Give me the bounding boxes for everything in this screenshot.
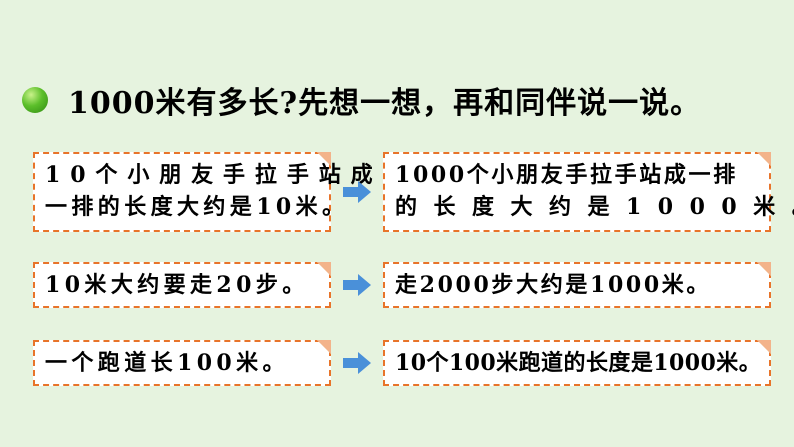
heading: 1000米有多长?先想一想，再和同伴说一说。 [22,78,701,122]
folded-corner [317,340,331,354]
note-line: 一个跑道长100米。 [45,350,289,376]
note-line: 1000个小朋友手拉手站成一排 [395,162,738,188]
right-arrow-icon [343,352,371,374]
green-bullet-icon [22,87,48,113]
note-line: 一排的长度大约是10米。 [45,193,349,220]
note-line: 走2000步大约是1000米。 [395,272,712,298]
folded-corner [757,340,771,354]
note-row1-left: 10个小朋友手拉手站成 一排的长度大约是10米。 [33,152,383,232]
right-arrow-icon [343,274,371,296]
note-row1-right: 1000个小朋友手拉手站成一排 的长度大约是1000米。 [383,152,794,232]
note-line: 10个小朋友手拉手站成 [45,162,383,188]
note-row3-right: 10个100米跑道的长度是1000米。 [383,340,771,386]
folded-corner [757,262,771,276]
note-row2-right: 走2000步大约是1000米。 [383,262,771,308]
folded-corner [757,152,771,166]
folded-corner [317,262,331,276]
note-row3-left: 一个跑道长100米。 [33,340,331,386]
folded-corner [317,152,331,166]
heading-text: 1000米有多长?先想一想，再和同伴说一说。 [68,86,702,121]
note-line: 10个100米跑道的长度是1000米。 [395,350,762,376]
note-line: 的长度大约是1000米。 [395,193,794,220]
right-arrow-icon [343,181,371,203]
note-line: 10米大约要走20步。 [45,272,309,298]
note-row2-left: 10米大约要走20步。 [33,262,331,308]
